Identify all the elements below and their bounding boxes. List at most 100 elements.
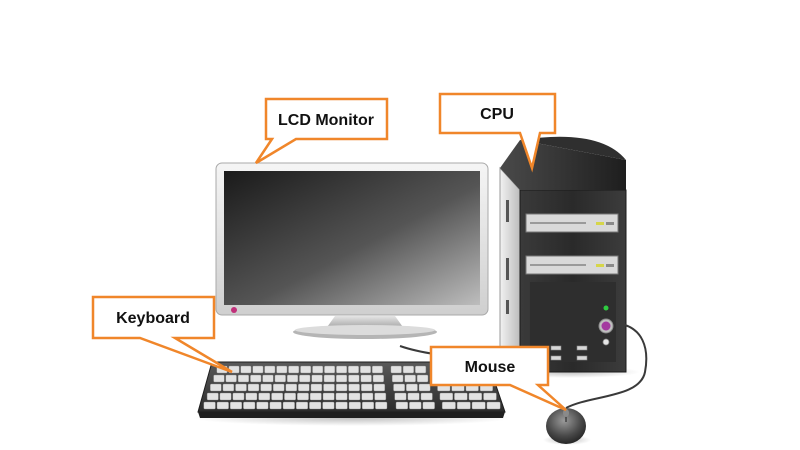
keyboard-key <box>404 374 416 383</box>
keyboard-key <box>298 383 310 392</box>
keyboard-key <box>300 365 312 374</box>
mouse-cable <box>565 324 648 409</box>
keyboard-key <box>235 383 247 392</box>
keyboard-key <box>225 374 237 383</box>
keyboard-key <box>372 374 384 383</box>
keyboard-key <box>222 383 235 392</box>
keyboard-key <box>213 374 225 383</box>
keyboard-key <box>243 401 256 410</box>
keyboard-key <box>309 392 322 401</box>
keyboard-key <box>252 365 264 374</box>
keyboard-key <box>360 365 371 374</box>
cpu-tower-icon <box>499 136 640 378</box>
keyboard-key <box>375 401 388 410</box>
keyboard-key <box>390 365 402 374</box>
keyboard-key <box>322 392 335 401</box>
lcd-monitor-icon <box>215 162 489 339</box>
keyboard-key <box>323 383 335 392</box>
keyboard-key <box>394 392 407 401</box>
keyboard-key <box>260 383 272 392</box>
keyboard-key <box>409 401 422 410</box>
keyboard-key <box>285 383 297 392</box>
keyboard-key <box>348 374 360 383</box>
keyboard-key <box>282 401 295 410</box>
keyboard-key <box>296 401 309 410</box>
keyboard-key <box>420 392 433 401</box>
keyboard-key <box>288 365 300 374</box>
keyboard-key <box>335 392 348 401</box>
keyboard-key <box>324 365 335 374</box>
keyboard-key <box>486 401 501 410</box>
keyboard-key <box>262 374 274 383</box>
keyboard-key <box>206 392 219 401</box>
keyboard-key <box>362 401 375 410</box>
keyboard-key <box>393 383 405 392</box>
keyboard-key <box>336 365 347 374</box>
label-mouse: Mouse <box>465 359 516 376</box>
mouse-icon <box>543 408 591 445</box>
keyboard-key <box>406 383 418 392</box>
keyboard-keys <box>203 365 501 410</box>
keyboard-key <box>229 401 242 410</box>
keyboard-key <box>439 392 453 401</box>
label-cpu: CPU <box>480 106 514 123</box>
keyboard-key <box>258 392 271 401</box>
keyboard-key <box>203 401 216 410</box>
keyboard-key <box>219 392 232 401</box>
usb-ports <box>550 345 588 361</box>
keyboard-key <box>335 383 348 392</box>
keyboard-key <box>468 392 482 401</box>
keyboard-key <box>271 392 284 401</box>
keyboard-key <box>237 374 250 383</box>
keyboard-key <box>336 374 348 383</box>
keyboard-key <box>372 365 383 374</box>
keyboard-key <box>287 374 299 383</box>
callout-cpu: CPU <box>438 92 557 173</box>
keyboard-key <box>442 401 456 410</box>
callout-lcd-monitor: LCD Monitor <box>254 97 389 165</box>
keyboard-key <box>374 392 387 401</box>
keyboard-key <box>361 383 373 392</box>
keyboard-key <box>312 365 324 374</box>
keyboard-icon <box>192 361 512 426</box>
label-keyboard: Keyboard <box>116 310 190 327</box>
keyboard-key <box>335 401 348 410</box>
keyboard-key <box>250 374 262 383</box>
keyboard-key <box>256 401 269 410</box>
keyboard-key <box>402 365 414 374</box>
optical-drive <box>525 213 619 233</box>
keyboard-key <box>456 401 471 410</box>
callout-mouse: Mouse <box>429 345 567 412</box>
monitor-power-led <box>231 307 237 313</box>
keyboard-key <box>264 365 276 374</box>
keyboard-key <box>309 401 322 410</box>
keyboard-key <box>276 365 288 374</box>
label-lcd-monitor: LCD Monitor <box>278 112 374 129</box>
keyboard-key <box>297 392 309 401</box>
keyboard-key <box>348 365 359 374</box>
keyboard-key <box>323 374 335 383</box>
keyboard-key <box>232 392 245 401</box>
keyboard-key <box>395 401 409 410</box>
keyboard-key <box>299 374 311 383</box>
keyboard-key <box>322 401 335 410</box>
keyboard-key <box>310 383 323 392</box>
keyboard-key <box>416 374 429 383</box>
keyboard-key <box>454 392 468 401</box>
keyboard-key <box>373 383 385 392</box>
keyboard-key <box>247 383 260 392</box>
keyboard-key <box>274 374 286 383</box>
keyboard-key <box>415 365 427 374</box>
keyboard-key <box>348 392 361 401</box>
keyboard-key <box>245 392 258 401</box>
optical-drive <box>525 255 619 275</box>
keyboard-key <box>216 401 229 410</box>
keyboard-key <box>240 365 252 374</box>
callout-keyboard: Keyboard <box>91 295 233 374</box>
keyboard-key <box>284 392 296 401</box>
keyboard-key <box>483 392 497 401</box>
keyboard-key <box>471 401 486 410</box>
keyboard-key <box>392 374 404 383</box>
keyboard-key <box>311 374 323 383</box>
